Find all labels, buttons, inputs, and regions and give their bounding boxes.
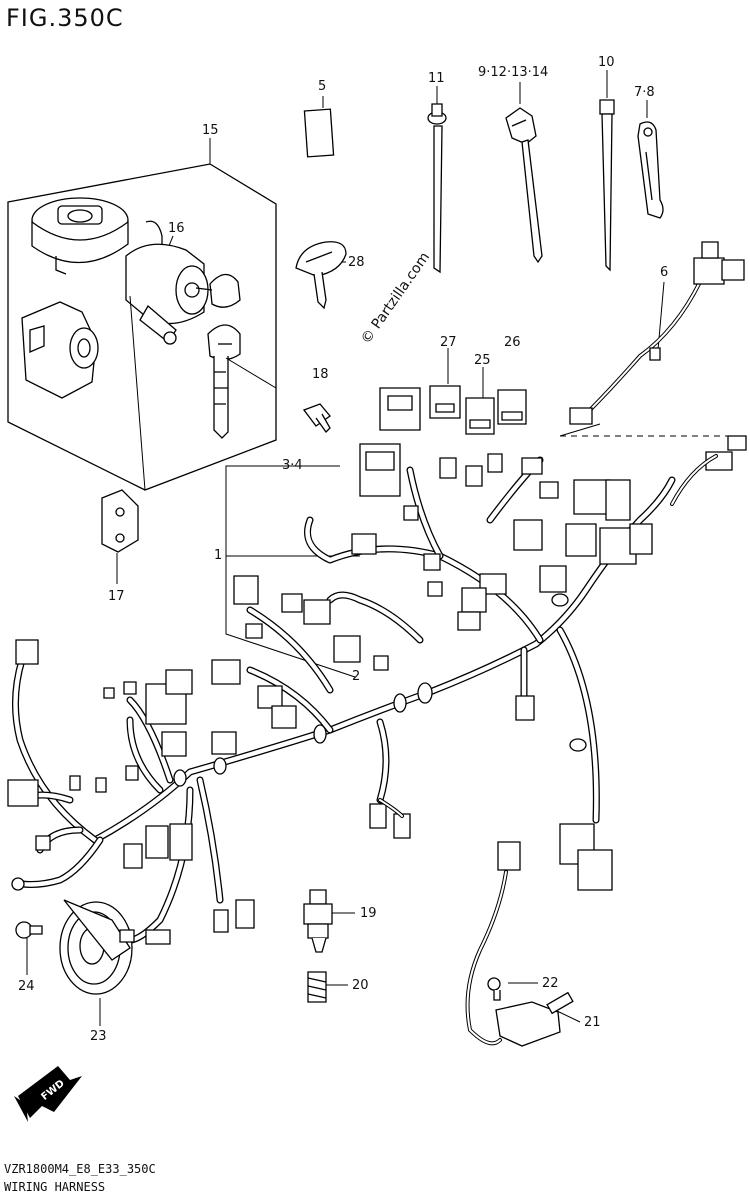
callout-26: 26 bbox=[504, 335, 521, 350]
part-11-tie bbox=[428, 104, 446, 272]
callout-17: 17 bbox=[108, 589, 125, 604]
callout-28: 28 bbox=[348, 255, 365, 270]
fwd-arrow-icon bbox=[14, 1066, 82, 1122]
part-18-bolt bbox=[304, 404, 330, 432]
callout-5: 5 bbox=[318, 79, 327, 94]
callout-16: 16 bbox=[168, 221, 185, 236]
footer-caption: WIRING HARNESS bbox=[4, 1180, 106, 1194]
callout-9-12-13-14: 9·12·13·14 bbox=[478, 65, 549, 80]
part-21-sensor bbox=[468, 842, 573, 1046]
figure-title: FIG.350C bbox=[6, 4, 124, 32]
ignition-switch-set bbox=[8, 164, 276, 490]
callout-3-4: 3·4 bbox=[282, 458, 303, 473]
part-10-tie bbox=[600, 100, 614, 270]
callout-6: 6 bbox=[660, 265, 669, 280]
main-harness bbox=[15, 460, 672, 940]
part-19-switch bbox=[304, 890, 332, 952]
callout-2: 2 bbox=[352, 669, 361, 684]
part-6-sub-harness bbox=[570, 242, 746, 504]
relays bbox=[430, 386, 526, 434]
part-5-label bbox=[304, 109, 333, 157]
callout-1: 1 bbox=[214, 548, 223, 563]
footer-code: VZR1800M4_E8_E33_350C bbox=[4, 1162, 156, 1176]
callout-22: 22 bbox=[542, 976, 559, 991]
callout-15: 15 bbox=[202, 123, 219, 138]
part-28-key bbox=[296, 242, 346, 308]
callout-19: 19 bbox=[360, 906, 377, 921]
callout-18: 18 bbox=[312, 367, 329, 382]
callout-10: 10 bbox=[598, 55, 615, 70]
callout-11: 11 bbox=[428, 71, 445, 86]
part-7-clamp bbox=[638, 122, 663, 218]
callout-24: 24 bbox=[18, 979, 35, 994]
callout-21: 21 bbox=[584, 1015, 601, 1030]
callout-20: 20 bbox=[352, 978, 369, 993]
part-9-clamp bbox=[506, 108, 542, 262]
callout-27: 27 bbox=[440, 335, 457, 350]
part-23-horn bbox=[60, 900, 134, 994]
harness-connectors bbox=[8, 388, 652, 944]
part-24-bolt bbox=[16, 922, 42, 938]
part-17-plate bbox=[102, 490, 138, 552]
callout-23: 23 bbox=[90, 1029, 107, 1044]
callout-7-8: 7·8 bbox=[634, 85, 655, 100]
callout-25: 25 bbox=[474, 353, 491, 368]
part-20-spring bbox=[308, 972, 326, 1002]
